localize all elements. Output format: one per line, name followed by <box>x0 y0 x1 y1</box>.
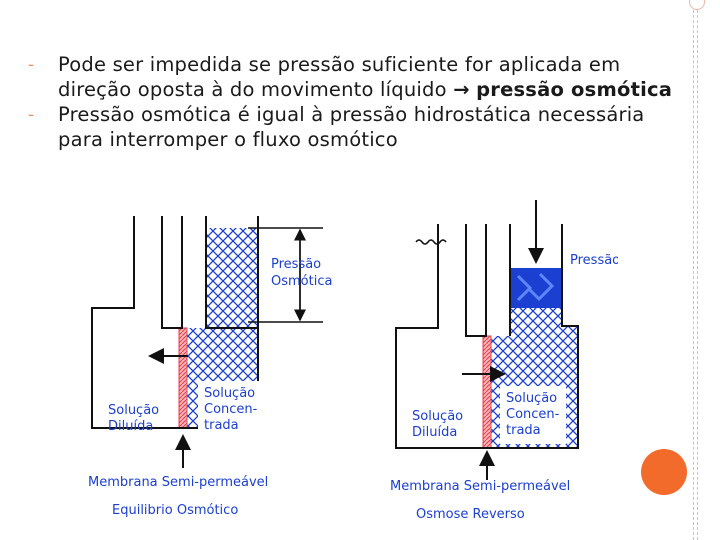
bullet-item-1: - Pode ser impedida se pressão suficient… <box>28 52 688 102</box>
bullet-list: - Pode ser impedida se pressão suficient… <box>28 52 688 152</box>
arrow-icon: → <box>453 78 470 101</box>
diagram-caption: Equilibrio Osmótico <box>112 503 238 518</box>
pressure-label: Pressão <box>570 253 618 268</box>
pressure-piston <box>510 268 562 308</box>
membrane-label: Membrana Semi-permeável <box>88 475 268 490</box>
membrane <box>482 335 492 449</box>
bullet-item-2: - Pressão osmótica é igual à pressão hid… <box>28 102 688 152</box>
bullet-marker: - <box>28 55 34 74</box>
diagram-caption: Osmose Reverso <box>416 507 525 522</box>
bullet-emphasis: pressão osmótica <box>476 78 673 101</box>
slide-border <box>693 0 694 540</box>
bullet-text: Pode ser impedida se pressão suficiente … <box>58 53 621 101</box>
bullet-marker: - <box>28 105 34 124</box>
orange-dot-decoration <box>641 449 687 495</box>
membrane <box>178 327 188 429</box>
membrane-label: Membrana Semi-permeável <box>390 479 570 494</box>
corner-circle-decoration <box>689 0 705 10</box>
bullet-text: Pressão osmótica é igual à pressão hidro… <box>58 103 645 151</box>
vessel-outline <box>395 224 579 449</box>
slide-border-inner <box>697 0 698 540</box>
